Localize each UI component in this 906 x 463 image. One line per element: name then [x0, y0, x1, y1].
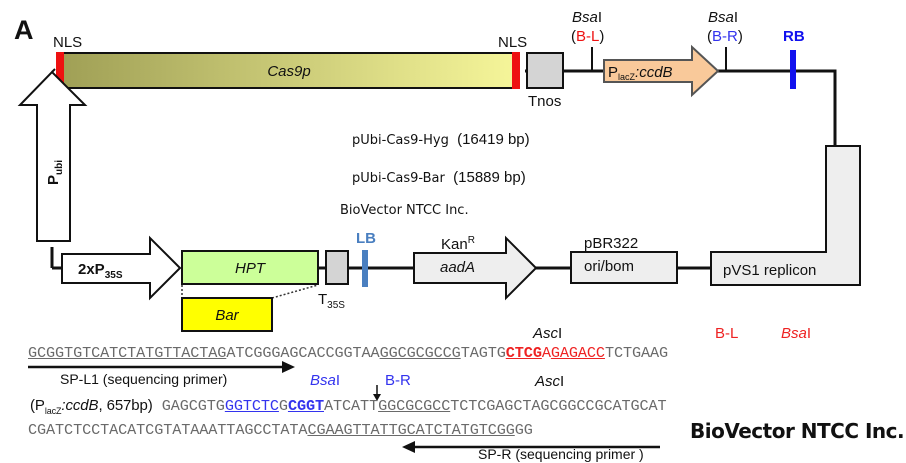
sp-l1-arrowhead	[282, 361, 295, 373]
pbr322-label: pBR322	[584, 235, 638, 252]
p35s-arrow	[61, 235, 182, 301]
bsai-left-site: (B-L)	[571, 28, 604, 45]
ori-bom-label: ori/bom	[584, 258, 634, 275]
nls-right-label: NLS	[498, 34, 527, 51]
bsai-label-1: BsaI	[781, 325, 812, 342]
bar-label: Bar	[215, 307, 239, 324]
sequence-line-1: GCGGTGTCATCTATGTTACTAGATCGGGAGCACCGGTAAG…	[28, 344, 669, 362]
sequence-line-3: CGATCTCCTACATCGTATAAATTAGCCTATACGAAGTTAT…	[28, 421, 533, 439]
asci-label-2: AscI	[535, 373, 565, 390]
pvs1-replicon-label: pVS1 replicon	[723, 262, 816, 279]
placz-ccdb-arrow	[603, 44, 720, 98]
lb-mark	[362, 250, 368, 287]
sp-l1-label: SP-L1 (sequencing primer)	[60, 371, 228, 387]
bl-label: B-L	[715, 325, 739, 342]
bsai-label-2: BsaI	[310, 372, 341, 389]
t35s-label: T35S	[318, 291, 345, 311]
asci-label-1: AscI	[533, 325, 563, 342]
vector-name-bar: pUbi-Cas9-Bar (15889 bp)	[352, 169, 526, 186]
lb-label: LB	[356, 230, 376, 247]
rb-mark	[790, 50, 796, 89]
nls-left-label: NLS	[53, 34, 82, 51]
cas9-label: Cas9p	[267, 63, 310, 80]
bsai-right-enzyme: BsaI	[708, 9, 738, 26]
vector-name-hyg: pUbi-Cas9-Hyg (16419 bp)	[352, 131, 530, 148]
aada-label: aadA	[440, 259, 475, 276]
pubi-label: Pubi	[45, 160, 65, 185]
pubi-arrow	[17, 70, 88, 242]
aada-arrow	[413, 235, 538, 301]
t35s-box	[325, 250, 349, 285]
placz-ccdb-label: PlacZ:ccdB	[608, 64, 673, 82]
nls-left-mark	[56, 52, 64, 89]
br-cut-arrowhead	[373, 394, 381, 401]
p35s-label: 2xP35S	[78, 261, 123, 281]
watermark-bottom: BioVector NTCC Inc.	[690, 419, 905, 443]
br-label: B-R	[385, 372, 411, 389]
ori-bom-box	[570, 251, 678, 284]
rb-label: RB	[783, 28, 805, 45]
panel-label: A	[14, 15, 34, 45]
bar-box	[181, 297, 273, 332]
sp-r-label: SP-R (sequencing primer )	[478, 446, 644, 462]
bar-dotted-right	[271, 284, 319, 299]
pubi-arrow-tip	[51, 68, 56, 73]
tnos-box	[526, 52, 564, 89]
nls-right-mark	[512, 52, 520, 89]
sequence-line-2: (PlacZ:ccdB, 657bp) GAGCGTGGGTCTCGCGGTAT…	[30, 397, 667, 416]
bsai-right-site: (B-R)	[707, 28, 743, 45]
sp-r-arrowhead	[402, 441, 415, 453]
tnos-label: Tnos	[528, 93, 561, 110]
kanr-label: KanR	[441, 235, 475, 253]
hpt-label: HPT	[235, 260, 267, 277]
insert-label: (PlacZ:ccdB, 657bp)	[30, 397, 153, 416]
bsai-left-enzyme: BsaI	[572, 9, 602, 26]
watermark-mid: BioVector NTCC Inc.	[340, 203, 469, 218]
pvs1-replicon-box	[710, 145, 861, 286]
